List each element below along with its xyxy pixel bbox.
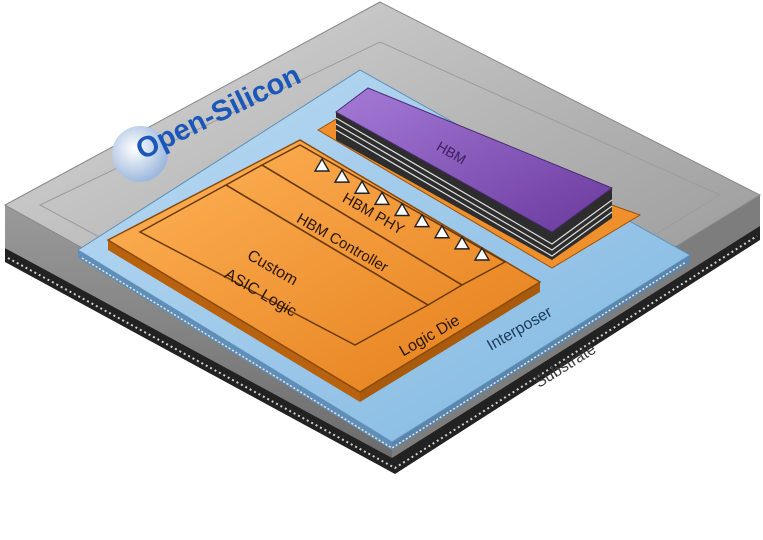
logo-globe-icon — [112, 126, 168, 182]
phy-bump-row — [313, 157, 491, 261]
phy-bump-icon — [373, 190, 391, 206]
phy-bump-icon — [353, 179, 371, 194]
hbm-stack — [335, 87, 614, 260]
phy-bump-icon — [433, 224, 451, 239]
phy-bump-icon — [453, 235, 471, 250]
phy-bump-icon — [413, 213, 431, 228]
phy-bump-icon — [473, 246, 491, 261]
phy-bump-icon — [313, 157, 331, 172]
solder-balls — [5, 225, 760, 474]
logic-die — [106, 139, 542, 402]
phy-bump-icon — [333, 168, 351, 183]
phy-bump-icon — [393, 202, 411, 217]
